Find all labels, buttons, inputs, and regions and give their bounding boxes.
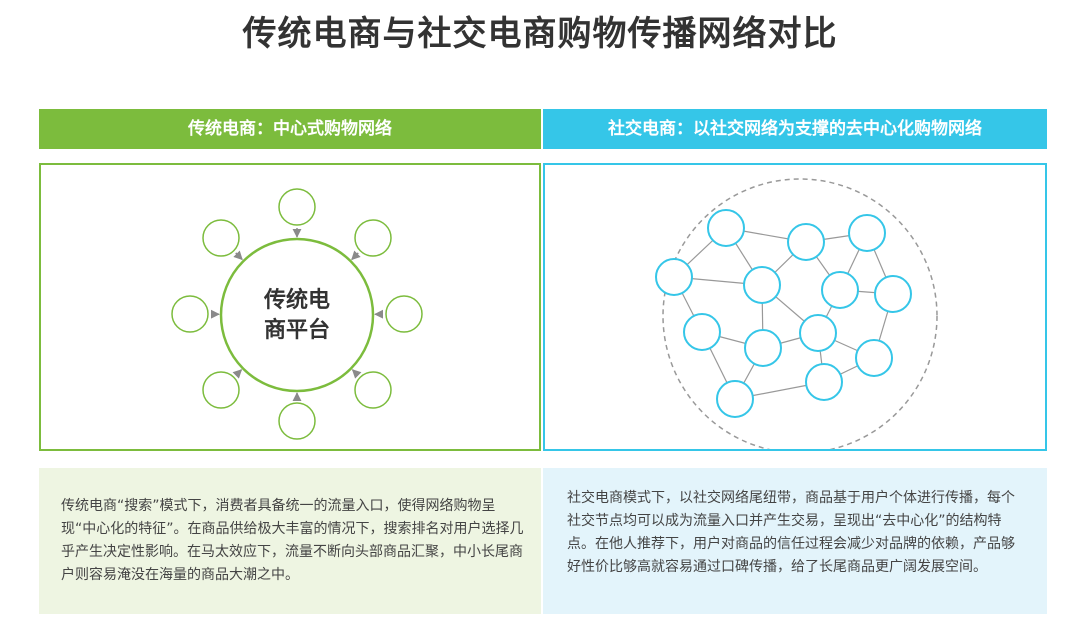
decentralized-network-panel — [543, 163, 1047, 451]
social-description-text: 社交电商模式下，以社交网络尾纽带，商品基于用户个体进行传播，每个社交节点均可以成… — [567, 490, 1015, 575]
satellite-node — [171, 295, 209, 333]
centralized-network-panel: 传统电 商平台 — [39, 163, 541, 451]
satellite-node — [202, 219, 240, 257]
central-platform-label-line2: 商平台 — [264, 317, 330, 343]
traditional-ecommerce-header: 传统电商：中心式购物网络 — [39, 109, 541, 149]
inflow-arrows — [210, 228, 384, 402]
network-node — [787, 223, 825, 261]
satellite-node — [202, 371, 240, 409]
network-node — [874, 275, 912, 313]
page-title: 传统电商与社交电商购物传播网络对比 — [242, 14, 838, 54]
network-node — [855, 339, 893, 377]
inflow-arrow — [232, 369, 243, 379]
social-ecommerce-description: 社交电商模式下，以社交网络尾纽带，商品基于用户个体进行传播，每个社交节点均可以成… — [543, 468, 1047, 614]
satellite-nodes — [171, 188, 423, 440]
social-ecommerce-header: 社交电商：以社交网络为支撑的去中心化购物网络 — [543, 109, 1047, 149]
network-node — [848, 214, 886, 252]
network-edges — [673, 227, 894, 400]
inflow-arrow — [233, 250, 243, 261]
satellite-node — [278, 188, 316, 226]
network-node — [683, 313, 721, 351]
central-platform-label-line1: 传统电 — [263, 287, 330, 313]
satellite-node — [354, 371, 392, 409]
satellite-node — [385, 295, 423, 333]
network-boundary — [662, 178, 938, 449]
network-node — [707, 209, 745, 247]
inflow-arrow — [351, 250, 361, 261]
traditional-ecommerce-description: 传统电商“搜索”模式下，消费者具备统一的流量入口，使得网络购物呈现“中心化的特征… — [39, 468, 541, 614]
traditional-description-text: 传统电商“搜索”模式下，消费者具备统一的流量入口，使得网络购物呈现“中心化的特征… — [61, 498, 524, 583]
satellite-node — [278, 402, 316, 440]
decentralized-network-diagram — [655, 178, 938, 449]
network-node — [805, 363, 843, 401]
central-platform-node — [219, 237, 375, 393]
network-node — [743, 266, 781, 304]
network-node — [799, 314, 837, 352]
network-node — [655, 258, 693, 296]
satellite-node — [354, 219, 392, 257]
network-node — [716, 380, 754, 418]
network-nodes — [655, 209, 912, 418]
network-node — [744, 329, 782, 367]
centralized-network-diagram: 传统电 商平台 — [171, 188, 423, 440]
network-node — [821, 271, 859, 309]
inflow-arrow — [351, 369, 362, 379]
